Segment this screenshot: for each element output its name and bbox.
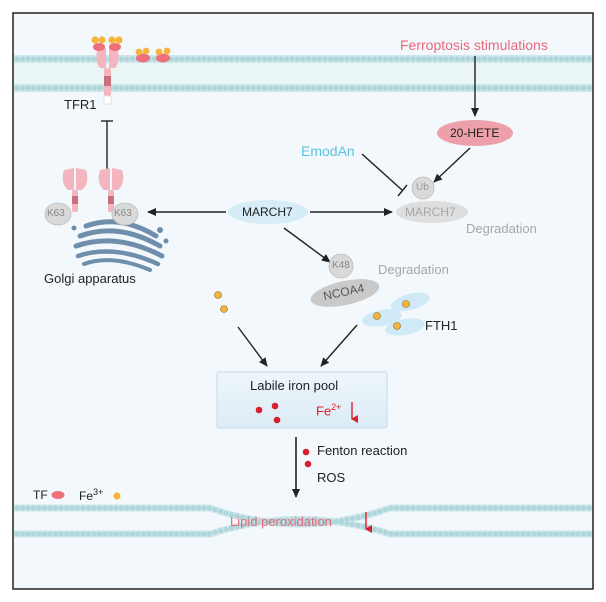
bottom-membrane [14,504,592,538]
free-fe3-ions [214,291,228,313]
labile-iron-pool-box [216,371,388,429]
k48-tag [328,253,354,279]
fe3-legend-label: Fe3+ [79,487,104,503]
march7-to-ncoa4-arrow [283,227,331,263]
tfr1-label: TFR1 [64,97,97,112]
march7-label: MARCH7 [242,205,293,219]
tf-legend-icon [51,491,65,499]
ferroptosis-label: Ferroptosis stimulations [400,37,548,53]
k63-right-tag [111,202,139,226]
golgi-apparatus-icon [71,219,169,272]
lip-label: Labile iron pool [250,378,339,393]
tf-legend-label: TF [33,488,48,502]
tfr1-receptor [91,36,123,105]
fe3-legend-icon [113,492,121,500]
lipid-label: Lipid peroxidation [230,514,332,529]
fe3-base: Fe [79,489,94,503]
golgi-receptor-right [98,168,124,212]
ros-label: ROS [317,470,346,485]
golgi-label: Golgi apparatus [44,271,136,286]
fe2-base: Fe [316,403,332,419]
fe2-sup: 2+ [331,402,342,412]
march7-node [228,200,308,224]
hete-to-march7-arrow [433,147,471,183]
hete-node [437,120,513,146]
ncoa4-node [310,279,380,307]
degradation-march7-label: Degradation [466,221,537,236]
emodan-inhibition-bar [397,184,408,197]
hete-label: 20-HETE [450,126,500,140]
degradation-ncoa4-label: Degradation [378,262,449,277]
emodan-inhibition-line [361,153,403,191]
k63-right-label: K63 [114,208,132,219]
fth1-cluster [362,292,430,336]
fth1-to-lip-arrow [320,324,358,367]
emodan-label: EmodAn [301,143,355,159]
fe3-sup: 3+ [93,487,104,497]
panel-background [12,12,594,590]
ub-label: Ub [416,182,429,193]
march7-degraded-label: MARCH7 [405,205,456,219]
march7-degraded-node [396,201,468,223]
fe2-label: Fe2+ [316,402,342,419]
fenton-label: Fenton reaction [317,443,408,458]
golgi-receptor-left [62,168,88,212]
iron-to-lip-arrow [237,326,268,367]
k63-left-label: K63 [47,208,65,219]
k48-label: K48 [332,260,350,271]
fth1-label: FTH1 [425,318,458,333]
k63-left-tag [44,202,72,226]
free-tf-iron [135,47,171,63]
ub-tag [411,176,435,200]
